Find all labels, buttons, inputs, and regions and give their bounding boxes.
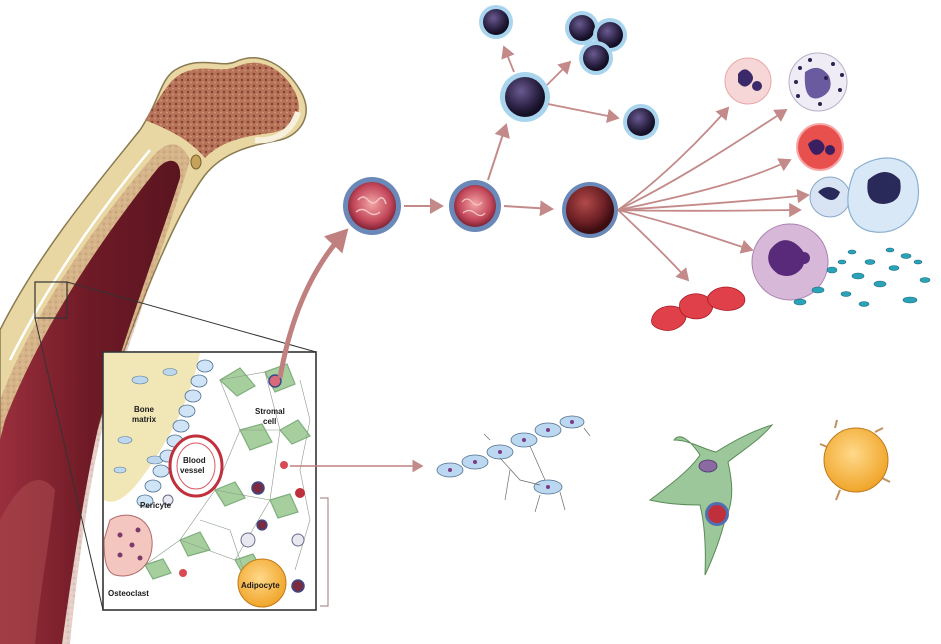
zoom-selection-box: [34, 281, 68, 319]
arrow-lymphoid-to-lymphocyte-cluster: [546, 60, 572, 86]
hematopoietic-stem-cell: [343, 177, 401, 235]
label-pericyte: Pericyte: [140, 501, 172, 510]
label-blood-vessel-line1: Blood: [183, 456, 206, 465]
label-stromal-cell-line2: cell: [263, 417, 276, 426]
eosinophil-red-cell: [796, 123, 844, 171]
small-blood-cell-near-fibroblast: [705, 502, 729, 526]
osteocyte-cells: [113, 368, 178, 474]
endothelial-cell-chain: [436, 415, 591, 513]
marrow-blood-cells: [162, 374, 305, 593]
myeloid-fan-arrows: [617, 106, 810, 282]
label-osteoclast: Osteoclast: [108, 589, 149, 598]
blood-vessel: [168, 434, 224, 498]
label-stromal-cell-line1: Stromal: [255, 407, 285, 416]
marrow-inset: Bone matrix Stromal cell Blood vessel Pe…: [102, 351, 317, 611]
label-bone-matrix-line1: Bone: [134, 405, 155, 414]
label-bone-matrix-line2: matrix: [132, 415, 157, 424]
zoom-line-bottom: [34, 317, 104, 611]
adipocyte-cell-inset: [237, 558, 287, 608]
macrophage-cell: [847, 157, 920, 233]
label-adipocyte: Adipocyte: [241, 581, 280, 590]
label-blood-vessel-line2: vessel: [180, 466, 204, 475]
myeloid-progenitor-cell: [562, 182, 618, 238]
arrow-to-stem-cell: [277, 228, 349, 379]
zoom-line-top: [66, 281, 317, 353]
platelet-cells: [793, 247, 931, 307]
monocyte-cell: [809, 176, 851, 218]
lymphocyte-cells: [479, 5, 659, 140]
arrow-progenitor-to-lymphoid: [487, 123, 510, 181]
arrow-lymphoid-to-lymphocyte-a: [501, 45, 515, 73]
adipocyte-cell: [819, 419, 891, 501]
arrow-progenitor-to-myeloid: [503, 200, 554, 217]
osteoclast-cell: [103, 514, 153, 577]
lymphoid-progenitor-cell: [500, 72, 550, 122]
red-blood-cells: [651, 286, 746, 331]
multipotent-progenitor-cell: [449, 180, 501, 232]
megakaryocyte-cell: [751, 223, 829, 301]
arrow-lymphoid-to-lymphocyte-b: [547, 103, 620, 123]
inset-bracket: [320, 497, 329, 607]
fibroblast-stromal-cell: [648, 424, 774, 576]
eosinophil-cell: [724, 57, 772, 105]
basophil-cell: [788, 52, 848, 112]
